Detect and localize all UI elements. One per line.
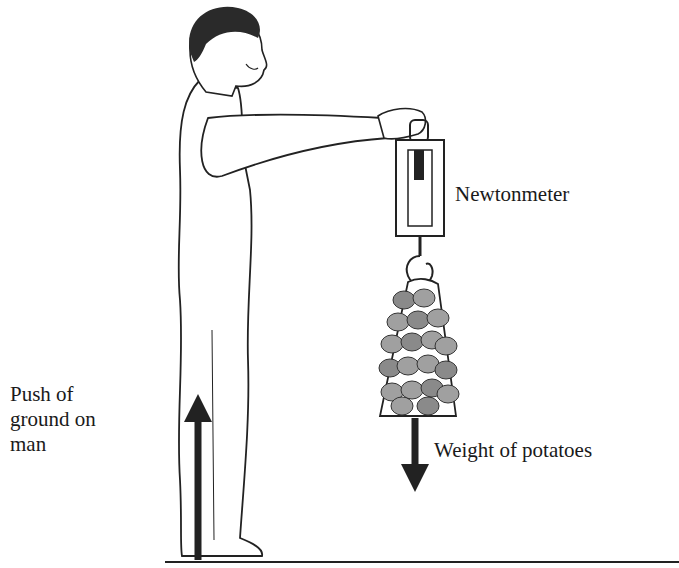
potato xyxy=(401,381,423,399)
push-arrow xyxy=(195,408,202,560)
weight-label: Weight of potatoes xyxy=(434,438,592,463)
potato xyxy=(381,335,403,353)
ground-line xyxy=(165,561,679,563)
potato xyxy=(397,357,419,375)
meter-ring xyxy=(410,120,428,142)
push-label: Push of ground on man xyxy=(10,382,118,457)
man-arm xyxy=(201,115,388,177)
potato xyxy=(391,397,413,415)
man-hair xyxy=(189,7,260,62)
weight-arrow xyxy=(412,418,419,478)
potato xyxy=(427,309,449,327)
meter-slot xyxy=(408,150,432,226)
leg-line xyxy=(212,330,214,540)
potato xyxy=(435,361,457,379)
potato xyxy=(435,337,457,355)
potato xyxy=(387,313,409,331)
potato xyxy=(437,385,459,403)
meter-indicator xyxy=(414,150,424,180)
potato xyxy=(417,397,439,415)
newtonmeter xyxy=(396,140,444,236)
meter-rod xyxy=(419,236,422,256)
potato xyxy=(401,333,423,351)
potatoes xyxy=(379,289,459,415)
man-smile xyxy=(246,64,258,69)
meter-label: Newtonmeter xyxy=(455,182,569,207)
potato xyxy=(393,291,415,309)
potato xyxy=(413,289,435,307)
man-hand xyxy=(378,109,425,139)
potato xyxy=(407,311,429,329)
